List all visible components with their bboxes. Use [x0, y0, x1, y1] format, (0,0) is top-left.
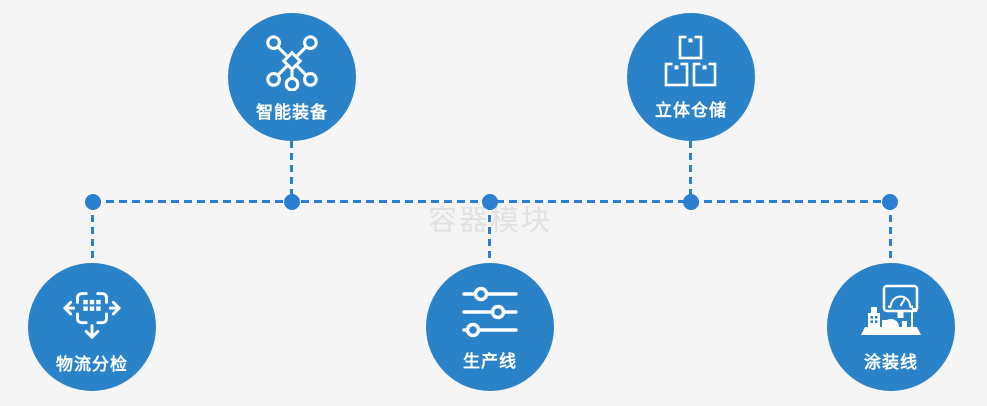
node-label-logistics: 物流分检 [56, 355, 128, 374]
machine-console-icon [861, 284, 921, 335]
connector-logistics-line [91, 203, 94, 264]
node-logistics-sorting: 物流分检 [28, 263, 156, 391]
node-painting-line: 涂装线 [827, 263, 955, 391]
junction-dot-logistics [85, 194, 101, 210]
network-nodes-icon [266, 35, 318, 91]
node-warehouse: 立体仓储 [627, 13, 755, 141]
node-label-painting: 涂装线 [864, 353, 918, 372]
junction-dot-smart [284, 194, 300, 210]
connector-production-line [488, 203, 491, 264]
sliders-icon [462, 286, 518, 338]
sorting-arrows-icon [63, 292, 121, 339]
node-label-warehouse: 立体仓储 [655, 101, 727, 120]
junction-dot-warehouse [683, 194, 699, 210]
node-smart-equipment: 智能装备 [228, 13, 356, 141]
node-production-line: 生产线 [426, 263, 554, 391]
connector-smart-equipment-line [290, 141, 293, 201]
junction-dot-production [482, 194, 498, 210]
connector-painting-line [889, 203, 892, 264]
junction-dot-painting [882, 194, 898, 210]
node-label-smart-equipment: 智能装备 [256, 103, 328, 122]
connector-warehouse-line [689, 141, 692, 201]
node-label-production: 生产线 [463, 352, 517, 371]
stacked-boxes-icon [664, 35, 717, 87]
